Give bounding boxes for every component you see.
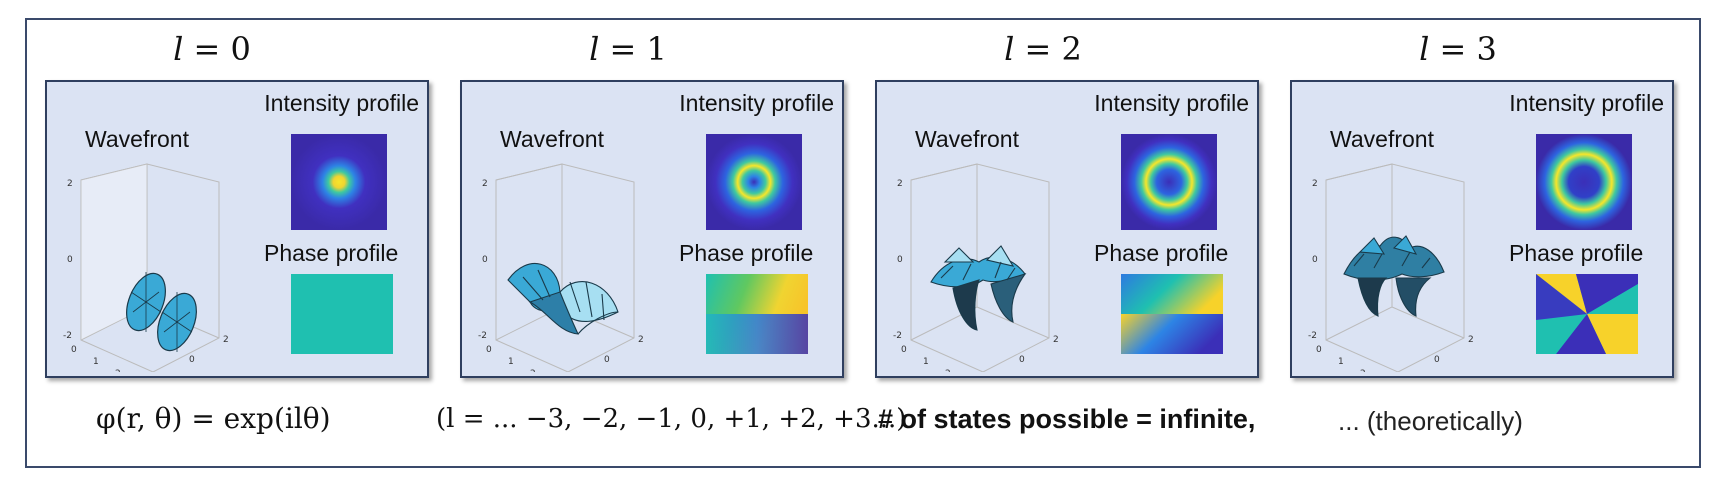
intensity-profile-image [1536,134,1632,230]
x-tick-1: 1 [508,357,514,367]
panel-l0: Wavefront Intensity profile Phase profil… [45,80,429,378]
intensity-profile-label: Intensity profile [1509,90,1664,116]
y-tick-2: 2 [223,335,229,345]
x-tick-0: 0 [901,345,907,355]
wavefront-surface [126,272,197,352]
intensity-profile-label: Intensity profile [1094,90,1249,116]
intensity-profile-image [291,134,387,230]
panel-title-l0: l = 0 [173,30,251,68]
wavefront-surface [930,245,1027,331]
wavefront-label: Wavefront [1330,126,1434,152]
y-tick-1: 0 [1019,355,1025,365]
x-tick-2: 2 [530,369,536,372]
z-tick-bottom: -2 [478,331,487,341]
phase-profile-label: Phase profile [679,240,814,266]
z-tick-top: 2 [67,179,73,189]
wavefront-label: Wavefront [85,126,189,152]
z-tick-bottom: -2 [1308,331,1317,341]
z-tick-mid: 0 [67,255,73,265]
x-tick-0: 0 [71,345,77,355]
x-tick-0: 0 [1316,345,1322,355]
wavefront-surface [507,262,619,335]
phase-profile-image [291,274,393,354]
z-tick-top: 2 [897,179,903,189]
phase-profile-image [1121,274,1223,354]
x-tick-2: 2 [945,369,951,372]
z-tick-bottom: -2 [63,331,72,341]
intensity-profile-image [706,134,802,230]
y-tick-2: 2 [1468,335,1474,345]
x-tick-1: 1 [923,357,929,367]
panel-l3: Wavefront Intensity profile Phase profil… [1290,80,1674,378]
phase-profile-image [1536,274,1638,354]
wavefront-plot: 2 0 -2 0 1 2 3 -2 0 2 [63,163,229,372]
intensity-profile-image [1121,134,1217,230]
z-tick-mid: 0 [1312,255,1318,265]
intensity-profile-label: Intensity profile [264,90,419,116]
phase-profile-image [706,274,808,354]
wavefront-plot: 2 0 -2 0 1 2 3 -2 0 2 [1308,163,1474,372]
x-tick-2: 2 [115,369,121,372]
panel-title-l3: l = 3 [1419,30,1497,68]
panel-title-l1: l = 1 [589,30,667,68]
z-tick-top: 2 [1312,179,1318,189]
phase-formula: φ(r, θ) = exp(ilθ) [96,402,331,435]
y-tick-2: 2 [638,335,644,345]
wavefront-surface [1343,235,1445,317]
y-tick-1: 0 [604,355,610,365]
states-statement: # of states possible = infinite, [878,404,1256,434]
panel-l1: Wavefront Intensity profile Phase profil… [460,80,844,378]
y-tick-1: 0 [189,355,195,365]
panel-title-l2: l = 2 [1004,30,1082,68]
phase-profile-label: Phase profile [264,240,399,266]
y-tick-2: 2 [1053,335,1059,345]
l-values: (l = ... −3, −2, −1, 0, +1, +2, +3...) [436,404,907,434]
wavefront-plot: 2 0 -2 0 1 2 3 -2 0 2 [893,163,1059,372]
x-tick-0: 0 [486,345,492,355]
panel-l2: Wavefront Intensity profile Phase profil… [875,80,1259,378]
intensity-profile-label: Intensity profile [679,90,834,116]
z-tick-bottom: -2 [893,331,902,341]
z-tick-mid: 0 [897,255,903,265]
z-tick-top: 2 [482,179,488,189]
wavefront-plot: 2 0 -2 0 1 2 3 -2 0 2 [478,163,644,372]
wavefront-label: Wavefront [500,126,604,152]
z-tick-mid: 0 [482,255,488,265]
x-tick-1: 1 [93,357,99,367]
phase-profile-label: Phase profile [1094,240,1229,266]
theoretically-note: ... (theoretically) [1338,406,1523,436]
x-tick-2: 2 [1360,369,1366,372]
phase-profile-label: Phase profile [1509,240,1644,266]
x-tick-1: 1 [1338,357,1344,367]
y-tick-1: 0 [1434,355,1440,365]
wavefront-label: Wavefront [915,126,1019,152]
